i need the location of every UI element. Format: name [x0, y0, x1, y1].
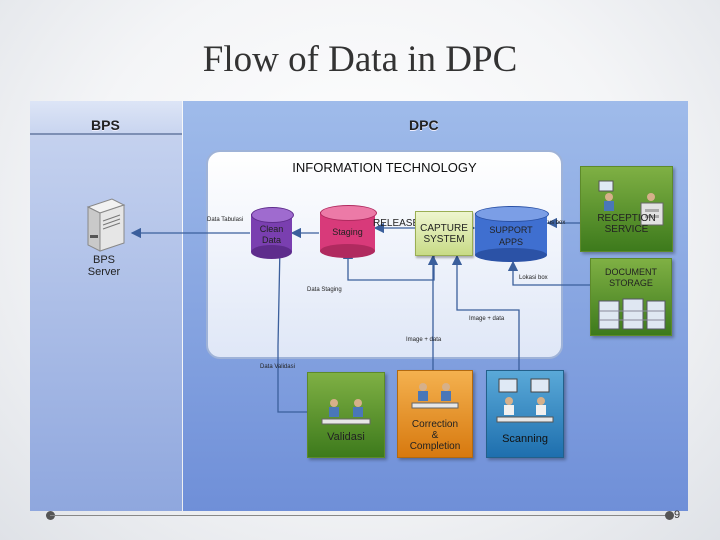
capture-system-label-line1: CAPTURE: [420, 223, 468, 234]
scanner-icon: [496, 378, 554, 423]
data-validasi-label: Data Validasi: [260, 364, 295, 370]
release-label: RELEASE: [373, 218, 420, 229]
image-data-label-1: Image + data: [469, 316, 505, 322]
document-storage-label-line2: STORAGE: [609, 278, 653, 288]
flow-line-lokasi-box: [507, 260, 590, 286]
validasi-station-card: Validasi: [307, 372, 385, 458]
bps-server-label-line2: Server: [87, 266, 121, 278]
bps-server-label: BPS Server: [80, 254, 128, 278]
data-staging-label: Data Staging: [307, 287, 342, 293]
page-number: 9: [674, 509, 681, 521]
clean-data-label-line2: Data: [261, 235, 281, 245]
document-storage-card: DOCUMENT STORAGE: [590, 258, 672, 336]
reception-service-label-line1: RECEPTION: [597, 213, 656, 224]
shelves-icon: [598, 298, 666, 330]
bps-panel-label: BPS: [91, 117, 120, 133]
reception-service-label-line2: SERVICE: [604, 224, 649, 235]
bps-panel: [30, 101, 182, 511]
bps-server-label-line1: BPS: [92, 254, 115, 266]
data-tabulasi-label: Data Tabulasi: [207, 217, 244, 223]
support-apps-label-line2: APPS: [498, 237, 523, 247]
staging-label: Staging: [332, 227, 363, 237]
clean-data-database: Clean Data: [251, 207, 294, 259]
flow-line-data-validasi: [274, 244, 312, 413]
dpc-panel-label: DPC: [409, 117, 439, 133]
support-apps-label-line1: SUPPORT: [489, 225, 533, 235]
capture-system-label-line2: SYSTEM: [423, 234, 465, 245]
staging-database: Staging: [320, 205, 377, 258]
image-data-label-2: Image + data: [406, 337, 442, 343]
clean-data-label-line1: Clean: [259, 224, 284, 234]
server-icon: [82, 197, 127, 253]
flow-line-image-data-scanning: [451, 254, 520, 374]
reception-service-card: RECEPTION SERVICE: [580, 166, 673, 252]
scanning-station-card: Scanning: [486, 370, 564, 458]
support-apps-database: SUPPORT APPS: [475, 206, 549, 262]
slide-title: Flow of Data in DPC: [202, 39, 518, 80]
information-technology-label: INFORMATION TECHNOLOGY: [292, 160, 477, 175]
correction-label-line3: Completion: [409, 441, 461, 452]
footer-line: [50, 515, 671, 516]
lokasi-box-label: Lokasi box: [519, 275, 548, 281]
document-storage-label-line1: DOCUMENT: [605, 267, 657, 277]
footer-dot-right: [665, 511, 674, 520]
capture-system-box: CAPTURE SYSTEM: [415, 211, 473, 256]
bps-panel-header: [30, 101, 182, 135]
correction-station-card: Correction & Completion: [397, 370, 473, 458]
reception-desk-icon: [598, 180, 664, 226]
scanning-label: Scanning: [502, 433, 548, 445]
validasi-label: Validasi: [327, 431, 365, 443]
status-box-label: Status box: [537, 220, 566, 226]
workstation-icon: [411, 383, 459, 409]
workstation-icon: [321, 399, 371, 425]
correction-label-line1: Correction: [411, 419, 459, 430]
correction-label-line2: &: [431, 430, 439, 441]
